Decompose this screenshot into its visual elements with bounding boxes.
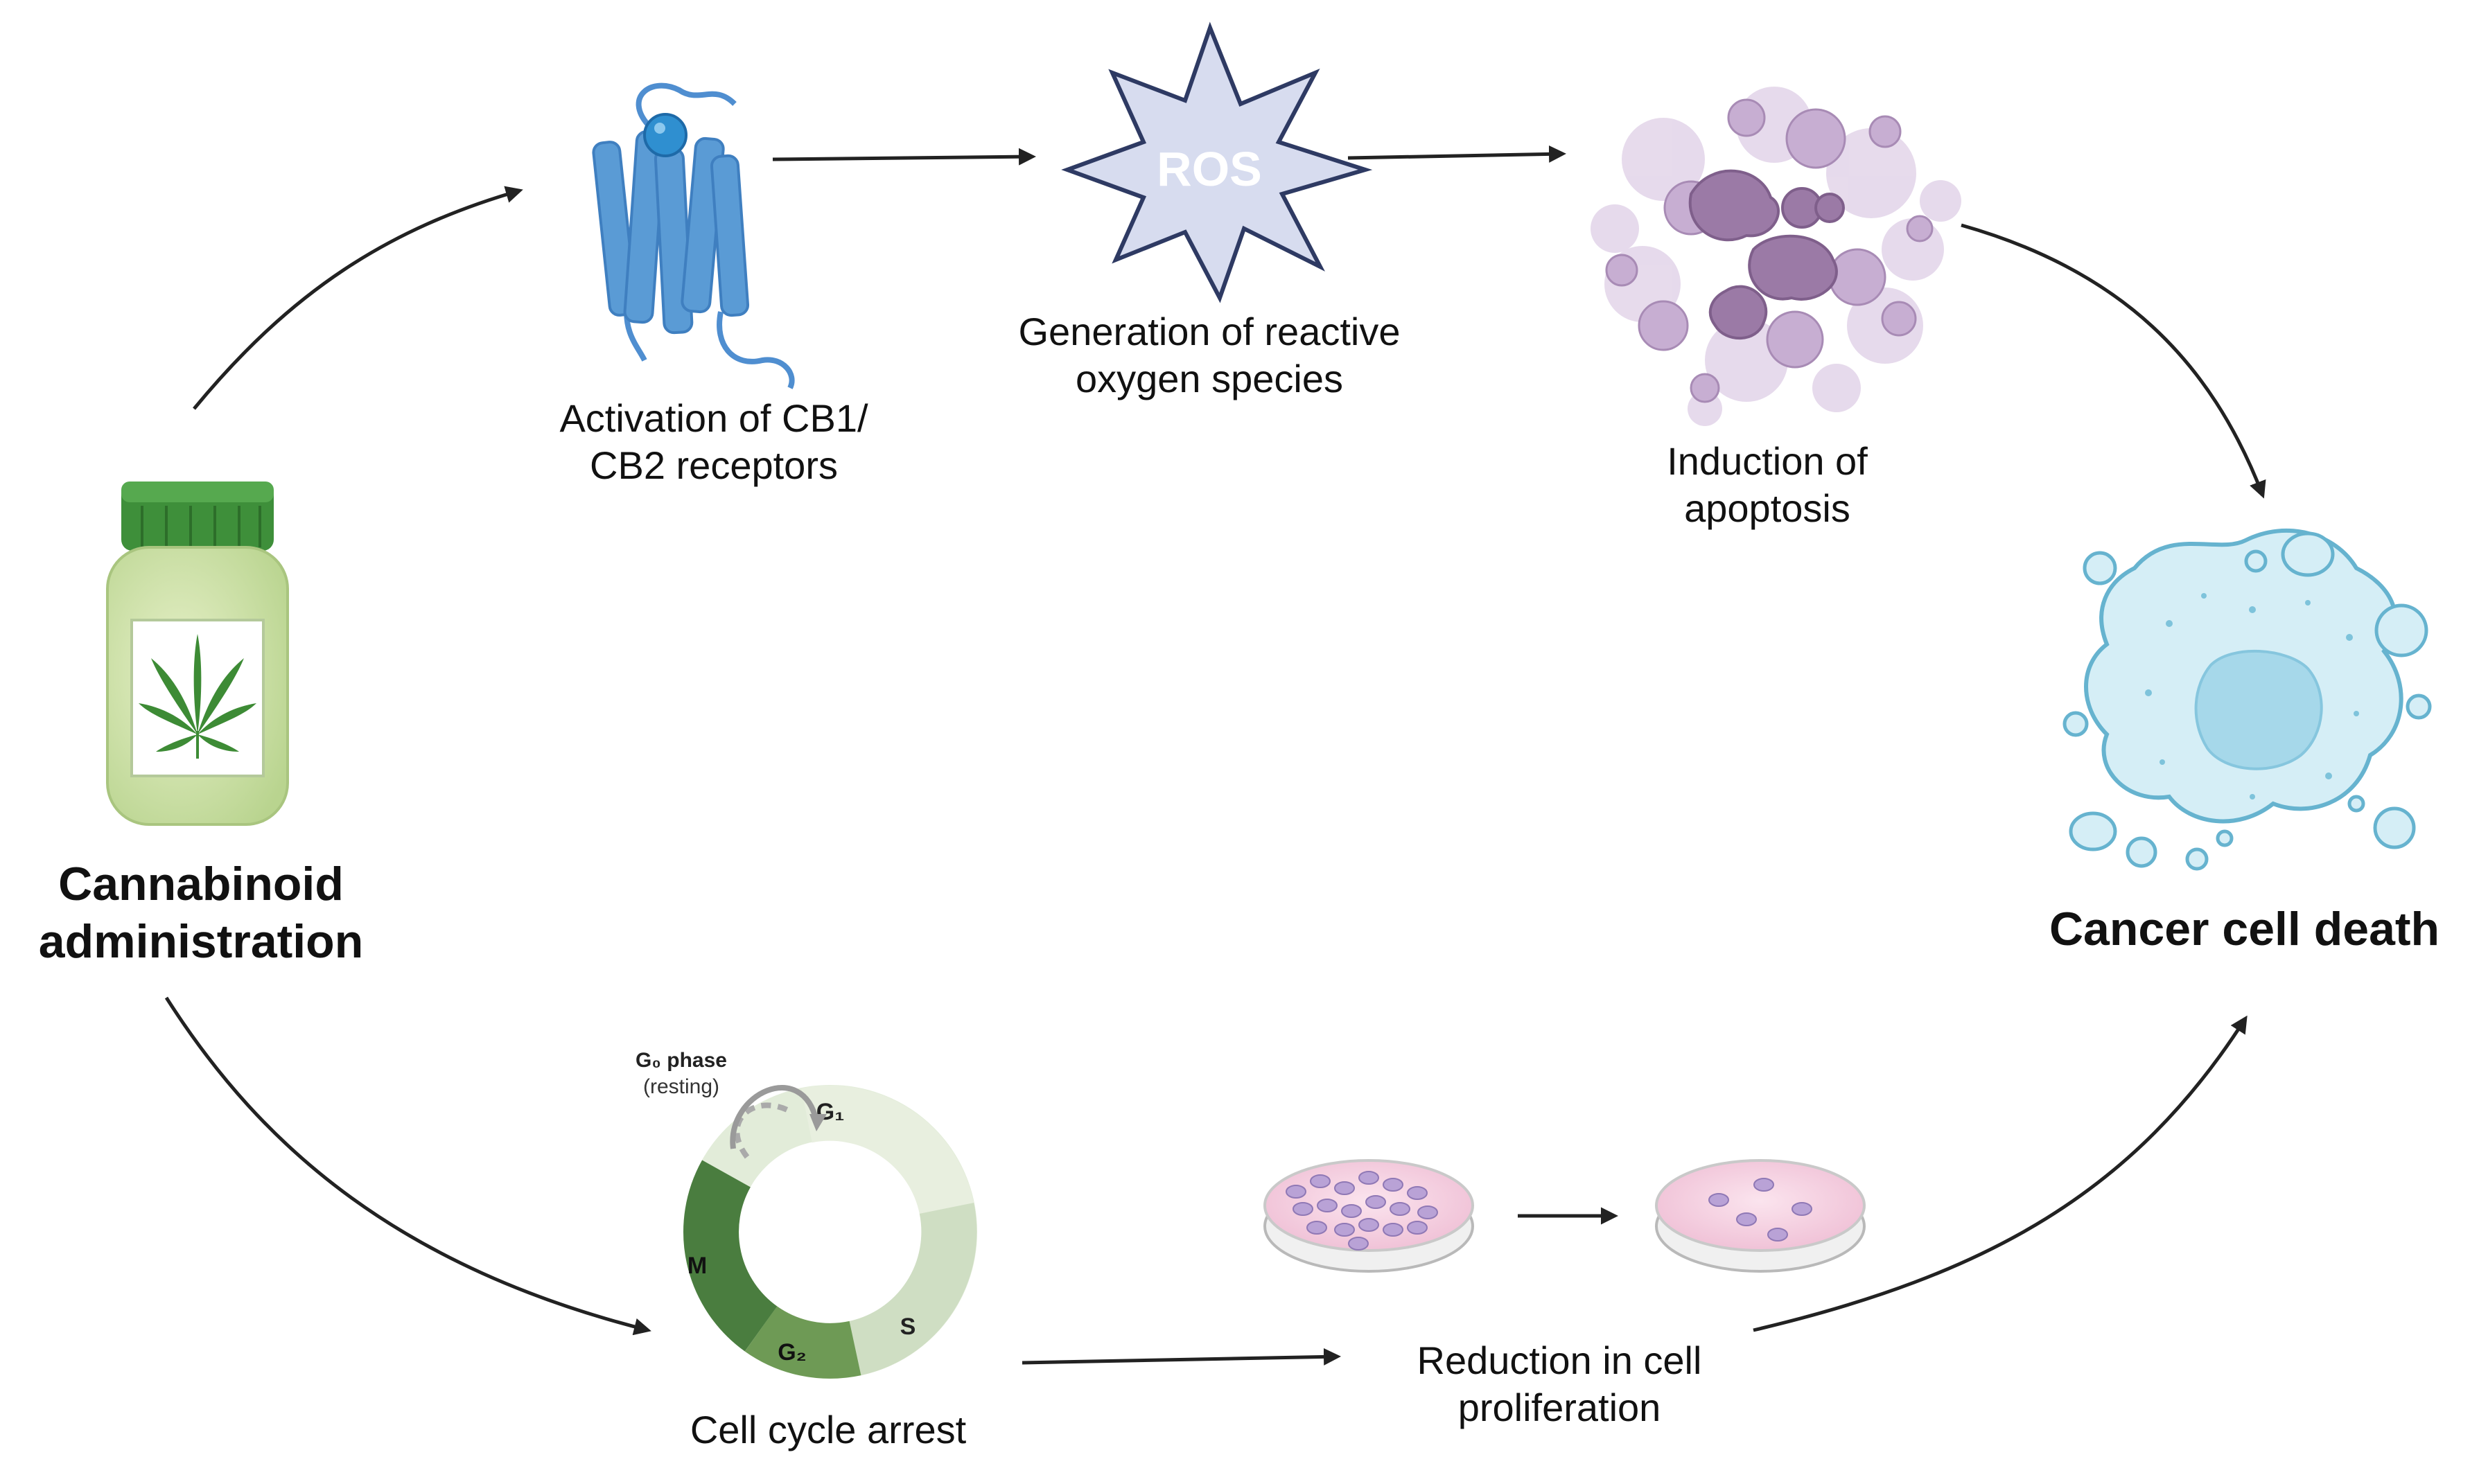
cannabis-leaf-icon <box>139 634 256 759</box>
arrow-bottle-to-cycle <box>164 996 651 1336</box>
ros-label-line1: Generation of reactive <box>1018 310 1401 353</box>
cell-cycle-label-line1: Cell cycle arrest <box>690 1408 967 1451</box>
apoptosis-label-line2: apoptosis <box>1684 486 1850 531</box>
g0-resting-label: (resting) <box>643 1075 719 1098</box>
arrow-ros-to-apoptosis <box>1347 145 1566 163</box>
apoptosis-induction-label: Induction of apoptosis <box>1566 438 1968 533</box>
ros-label-line2: oxygen species <box>1075 357 1343 401</box>
receptor-label-line2: CB2 receptors <box>590 443 838 488</box>
receptor-activation-label: Activation of CB1/ CB2 receptors <box>485 395 943 490</box>
arrow-cycle-to-proliferation <box>1022 1348 1341 1366</box>
arrow-apoptosis-to-death <box>1961 223 2266 499</box>
gpcr-receptor-icon <box>592 82 795 389</box>
cannabinoid-label-line1: Cannabinoid <box>58 858 344 910</box>
ros-icon-text: ROS <box>1157 142 1262 196</box>
cannabis-bottle-icon <box>106 482 289 826</box>
cannabinoid-label-line2: administration <box>38 915 364 968</box>
ros-generation-label: Generation of reactive oxygen species <box>956 308 1462 403</box>
arrow-receptor-to-ros <box>772 148 1036 166</box>
dying-cell-icon <box>2062 528 2432 871</box>
proliferation-label-line2: proliferation <box>1457 1386 1661 1430</box>
ros-starburst-icon: ROS <box>1061 21 1373 303</box>
arrow-bottle-to-receptor <box>193 186 523 410</box>
connector-arrows <box>164 145 2266 1366</box>
cell-cycle-arrest-label: Cell cycle arrest <box>586 1406 1071 1454</box>
cancer-cell-death-label: Cancer cell death <box>2010 901 2479 958</box>
apoptosis-label-line1: Induction of <box>1667 439 1868 483</box>
phase-m-label: M <box>687 1253 707 1279</box>
proliferation-reduction-label: Reduction in cell proliferation <box>1338 1337 1781 1432</box>
receptor-label-line1: Activation of CB1/ <box>559 396 868 440</box>
apoptotic-cell-icon <box>1591 87 1961 426</box>
arrow-proliferation-to-death <box>1753 1015 2248 1332</box>
petri-dish-icon <box>1263 1159 1866 1273</box>
phase-g2-label: G₂ <box>778 1339 807 1366</box>
phase-s-label: S <box>900 1314 916 1340</box>
g0-phase-label: G₀ phase <box>636 1049 727 1072</box>
death-label-line1: Cancer cell death <box>2049 903 2440 955</box>
proliferation-label-line1: Reduction in cell <box>1417 1339 1702 1382</box>
cannabinoid-administration-label: Cannabinoid administration <box>0 856 402 971</box>
cell-cycle-ring-icon: G₁ S G₂ M G₀ phase (resting) <box>636 1049 977 1379</box>
